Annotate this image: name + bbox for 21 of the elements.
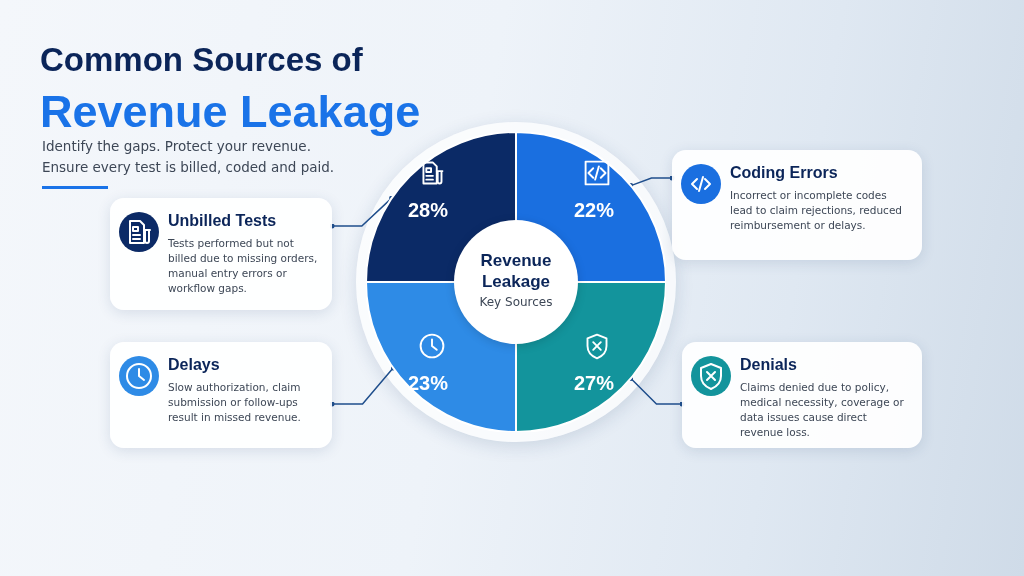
card-description: Claims denied due to policy, medical necessity, coverage or data issues cause direct revenue loss. <box>740 380 905 440</box>
card-heading: Unbilled Tests <box>168 212 277 230</box>
info-card <box>682 342 922 448</box>
info-card <box>672 150 922 260</box>
card-description: Slow authorization, claim submission or follow-ups result in missed revenue. <box>168 380 302 425</box>
percentage-value: 27% <box>574 372 615 395</box>
card-description: Tests performed but not billed due to missing orders, manual entry errors or workflow gaps. <box>168 236 319 296</box>
card-heading: Denials <box>740 356 797 374</box>
leader-line <box>628 175 675 189</box>
center-subtitle: Key Sources <box>478 295 554 309</box>
info-card <box>110 342 332 448</box>
info-card <box>110 198 332 310</box>
percentage-value: 23% <box>408 372 449 395</box>
title: Common Sources of Revenue Leakage <box>40 40 422 138</box>
card-heading: Coding Errors <box>730 164 838 182</box>
percentage-value: 22% <box>574 199 615 222</box>
card-heading: Delays <box>168 356 220 374</box>
card-description: Incorrect or incomplete codes lead to claim rejections, reduced reimbursement or delays. <box>730 188 904 233</box>
percentage-value: 28% <box>408 199 449 222</box>
subtitle: Identify the gaps. Protect your revenue. Ensure every test is billed, coded and paid. <box>42 137 336 177</box>
center-title: Revenue Leakage <box>479 250 553 292</box>
